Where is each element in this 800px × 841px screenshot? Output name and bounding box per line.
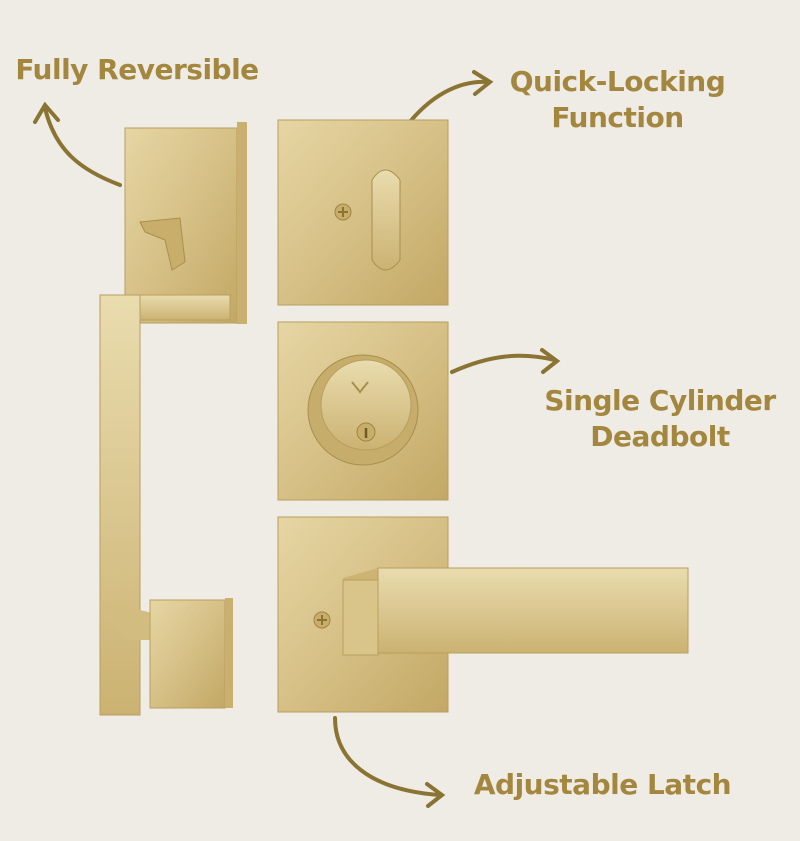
exterior-handleset <box>99 122 247 716</box>
single-cylinder-deadbolt <box>277 321 449 501</box>
callout-single-cylinder: Single Cylinder Deadbolt <box>535 383 785 455</box>
callout-adjustable-latch: Adjustable Latch <box>473 768 732 801</box>
arrow-single-cylinder <box>450 348 561 374</box>
callout-single-cylinder-line2: Deadbolt <box>590 420 730 453</box>
callout-fully-reversible: Fully Reversible <box>15 53 259 86</box>
interior-lever <box>277 516 689 713</box>
callout-quick-locking-line1: Quick-Locking <box>509 65 726 98</box>
arrow-adjustable-latch <box>333 716 446 808</box>
callout-quick-locking: Quick-Locking Function <box>495 64 740 136</box>
callout-quick-locking-line2: Function <box>551 101 684 134</box>
thumbturn-deadbolt-plate <box>277 119 449 306</box>
brand-logo-icon <box>351 381 369 394</box>
arrow-quick-locking <box>403 70 494 130</box>
callout-single-cylinder-line1: Single Cylinder <box>544 384 776 417</box>
arrow-fully-reversible <box>33 101 122 187</box>
